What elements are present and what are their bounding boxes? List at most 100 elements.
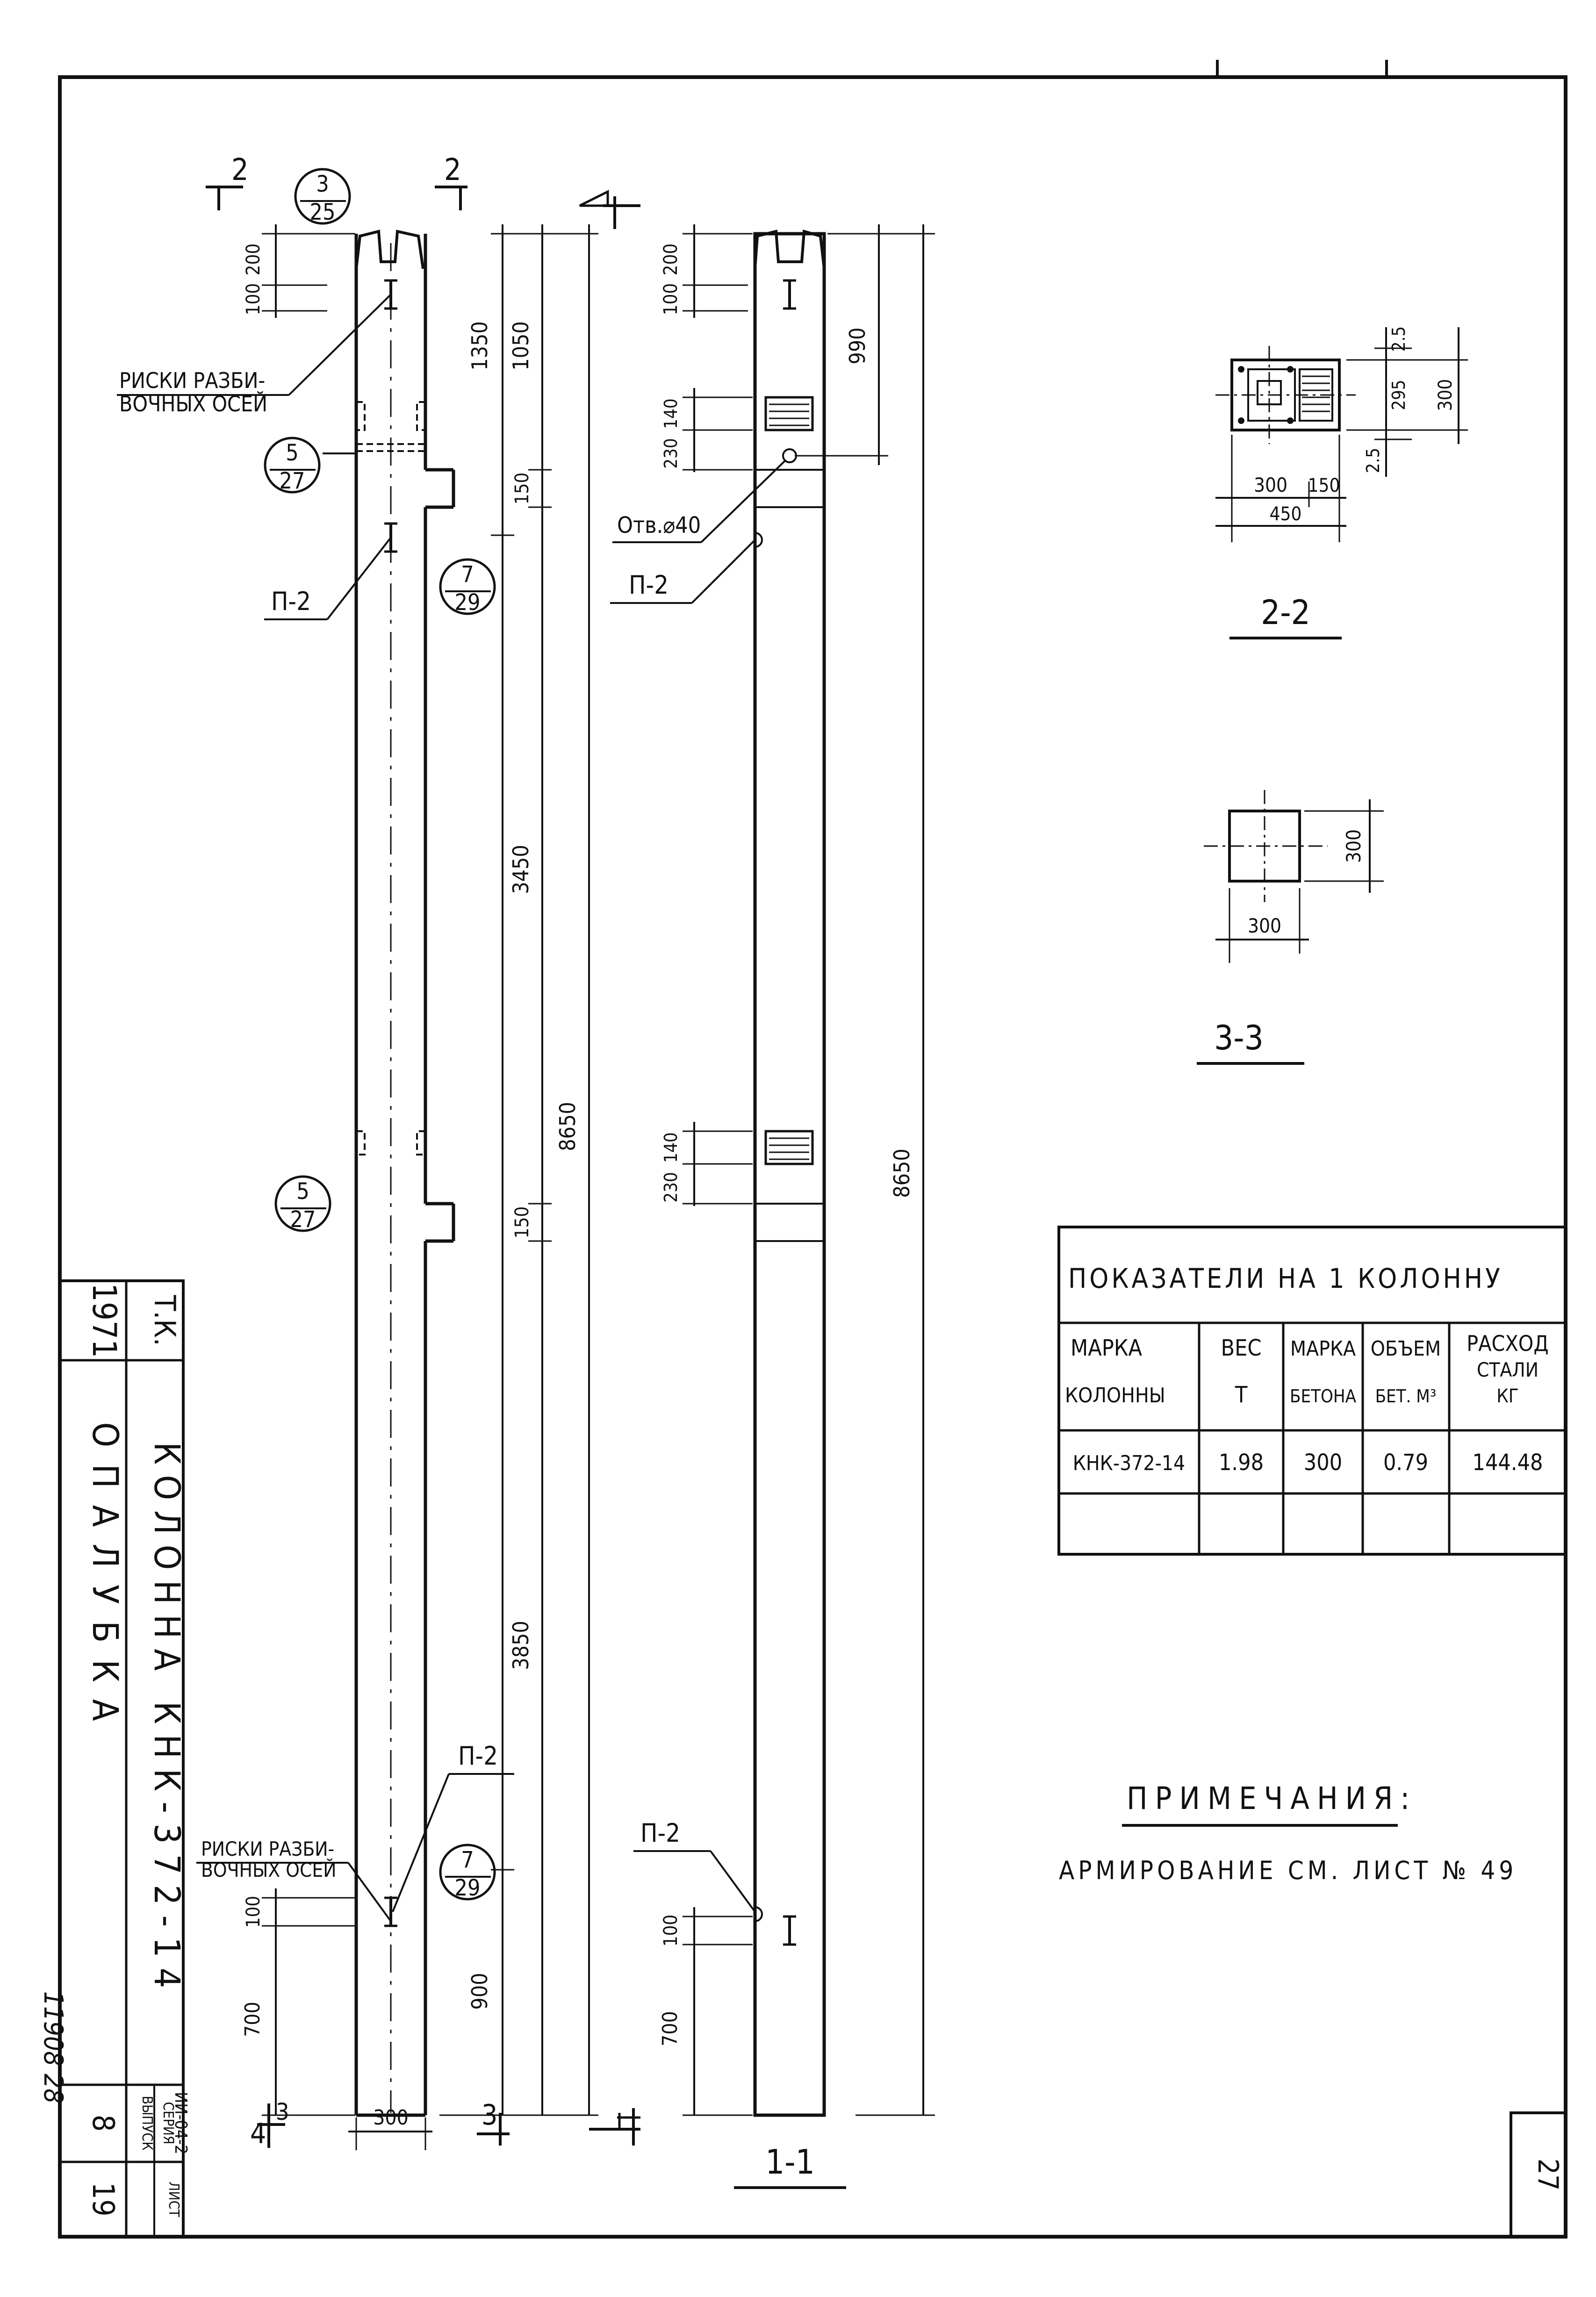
svg-text:3-3: 3-3 [1214, 1018, 1264, 1057]
svg-text:БЕТ. М³: БЕТ. М³ [1375, 1386, 1437, 1407]
p2-label-left-bottom: П-2 [392, 1741, 514, 1912]
p2-label-right-top: П-2 [610, 539, 756, 604]
svg-text:900: 900 [467, 1973, 492, 2010]
title-main: КОЛОННА КНК-372-14 [146, 1442, 188, 1998]
svg-text:1-1: 1-1 [765, 2142, 815, 2182]
svg-text:700: 700 [241, 2002, 265, 2037]
svg-text:29: 29 [455, 589, 481, 616]
column-elevation-front [323, 230, 455, 2117]
p2-label-left-top: П-2 [264, 537, 392, 620]
table-cell: 144.48 [1472, 1450, 1543, 1476]
callout-3-25: 3 25 [294, 168, 351, 225]
svg-text:П-2: П-2 [629, 570, 669, 600]
table-cell: 1.98 [1219, 1450, 1264, 1476]
dims-section-1-1: 200 100 140 230 140 230 100 700 990 8650 [658, 224, 935, 2116]
svg-text:100: 100 [660, 1915, 682, 1947]
svg-text:3450: 3450 [508, 845, 533, 894]
table-title: ПОКАЗАТЕЛИ НА 1 КОЛОННУ [1068, 1263, 1503, 1294]
svg-text:230: 230 [661, 1172, 681, 1202]
svg-text:БЕТОНА: БЕТОНА [1290, 1386, 1357, 1407]
svg-text:100: 100 [243, 283, 264, 316]
cut-marks-left: 2 2 4 3 3 [206, 153, 640, 2150]
svg-text:100: 100 [243, 1896, 264, 1928]
sheet-number-box: 27 [1510, 2111, 1567, 2238]
callout-5-27-mid: 5 27 [274, 1175, 331, 1233]
svg-text:ВЕС: ВЕС [1221, 1335, 1261, 1361]
svg-text:300: 300 [1342, 829, 1365, 863]
svg-text:КОЛОННЫ: КОЛОННЫ [1065, 1384, 1165, 1407]
section-1-1-label: 1-1 [734, 2142, 846, 2189]
section-3-3: 300 300 3-3 [1197, 790, 1384, 1065]
issue-value: 8 [86, 2115, 120, 2132]
svg-text:200: 200 [660, 244, 682, 276]
svg-text:300: 300 [1254, 474, 1287, 496]
title-block: 1971 Т.К. КОЛОННА КНК-372-14 ОПАЛУБКА СЕ… [58, 1279, 190, 2238]
svg-text:990: 990 [845, 328, 870, 365]
p2-label-right-bottom: П-2 [633, 1818, 756, 1913]
svg-text:2: 2 [231, 153, 249, 187]
indicators-table: ПОКАЗАТЕЛИ НА 1 КОЛОННУ МАРКА КОЛОННЫ ВЕ… [1057, 1226, 1567, 1556]
series-label: СЕРИЯ [160, 2102, 176, 2144]
svg-text:2.5: 2.5 [1363, 448, 1383, 473]
sheet-label: ЛИСТ [165, 2182, 182, 2217]
svg-text:25: 25 [310, 199, 336, 225]
callout-7-29-bottom: 7 29 [439, 1844, 496, 1901]
svg-text:140: 140 [661, 1132, 681, 1163]
svg-text:РИСКИ РАЗБИ-: РИСКИ РАЗБИ- [201, 1838, 334, 1860]
svg-text:450: 450 [1270, 503, 1302, 525]
notes-title: ПРИМЕЧАНИЯ: [1127, 1780, 1417, 1816]
svg-text:300: 300 [1248, 914, 1281, 937]
svg-text:Т: Т [1235, 1382, 1248, 1408]
svg-text:7: 7 [461, 561, 474, 588]
svg-text:РАСХОД: РАСХОД [1467, 1331, 1548, 1356]
issue-label: ВЫПУСК [139, 2096, 155, 2150]
dims-left-top: 200 100 [243, 224, 355, 318]
svg-text:8650: 8650 [889, 1148, 914, 1198]
svg-text:2: 2 [444, 153, 461, 187]
svg-text:200: 200 [243, 244, 264, 276]
svg-text:П-2: П-2 [458, 1741, 498, 1771]
svg-text:150: 150 [511, 473, 533, 505]
handwritten-code: 11908 28 [38, 1991, 68, 2103]
svg-text:7: 7 [461, 1847, 474, 1873]
section-2-2: 300 150 450 2.5 295 300 2.5 2-2 [1215, 326, 1468, 639]
svg-text:5: 5 [286, 440, 298, 466]
svg-text:295: 295 [1388, 380, 1409, 410]
callout-7-29-top: 7 29 [439, 558, 496, 616]
svg-text:ОБЪЕМ: ОБЪЕМ [1371, 1337, 1441, 1361]
svg-text:27: 27 [290, 1206, 316, 1233]
title-year: 1971 [85, 1283, 123, 1358]
sheet-frame [58, 75, 1567, 2239]
svg-text:3: 3 [276, 2098, 289, 2125]
svg-text:МАРКА: МАРКА [1290, 1337, 1356, 1361]
svg-text:П-2: П-2 [271, 587, 311, 616]
svg-text:Отв.⌀40: Отв.⌀40 [617, 512, 701, 538]
svg-text:3850: 3850 [508, 1621, 533, 1670]
svg-text:300: 300 [1435, 379, 1456, 411]
table-cell: КНК-372-14 [1073, 1451, 1185, 1475]
title-tk: Т.К. [148, 1294, 182, 1346]
table-cell: 300 [1304, 1450, 1342, 1476]
svg-text:3: 3 [316, 171, 329, 197]
risk-label-bottom: РИСКИ РАЗБИ- ВОЧНЫХ ОСЕЙ [196, 1838, 392, 1922]
series-value: ИИ-04-2 [171, 2092, 190, 2154]
risk-label-top: РИСКИ РАЗБИ- ВОЧНЫХ ОСЕЙ [117, 294, 392, 416]
column-section-1-1 [753, 230, 826, 2117]
dim-300-bottom: 300 [348, 2106, 432, 2150]
svg-text:КГ: КГ [1496, 1385, 1519, 1407]
svg-text:РИСКИ РАЗБИ-: РИСКИ РАЗБИ- [119, 368, 265, 393]
svg-text:29: 29 [455, 1875, 481, 1901]
dims-middle: 1350 1050 150 3450 8650 150 3850 900 [439, 224, 598, 2116]
svg-text:8650: 8650 [555, 1102, 580, 1151]
svg-text:300: 300 [373, 2106, 409, 2130]
svg-text:1350: 1350 [467, 321, 492, 370]
dims-left-bottom: 100 700 [241, 1888, 355, 2116]
svg-text:МАРКА: МАРКА [1071, 1335, 1142, 1361]
callout-5-27-top: 5 27 [264, 437, 321, 494]
svg-text:150: 150 [511, 1206, 533, 1239]
sheet-number: 27 [1531, 2159, 1564, 2191]
svg-text:2-2: 2-2 [1261, 593, 1310, 632]
hole-label: Отв.⌀40 [612, 459, 786, 543]
svg-text:230: 230 [661, 438, 681, 468]
